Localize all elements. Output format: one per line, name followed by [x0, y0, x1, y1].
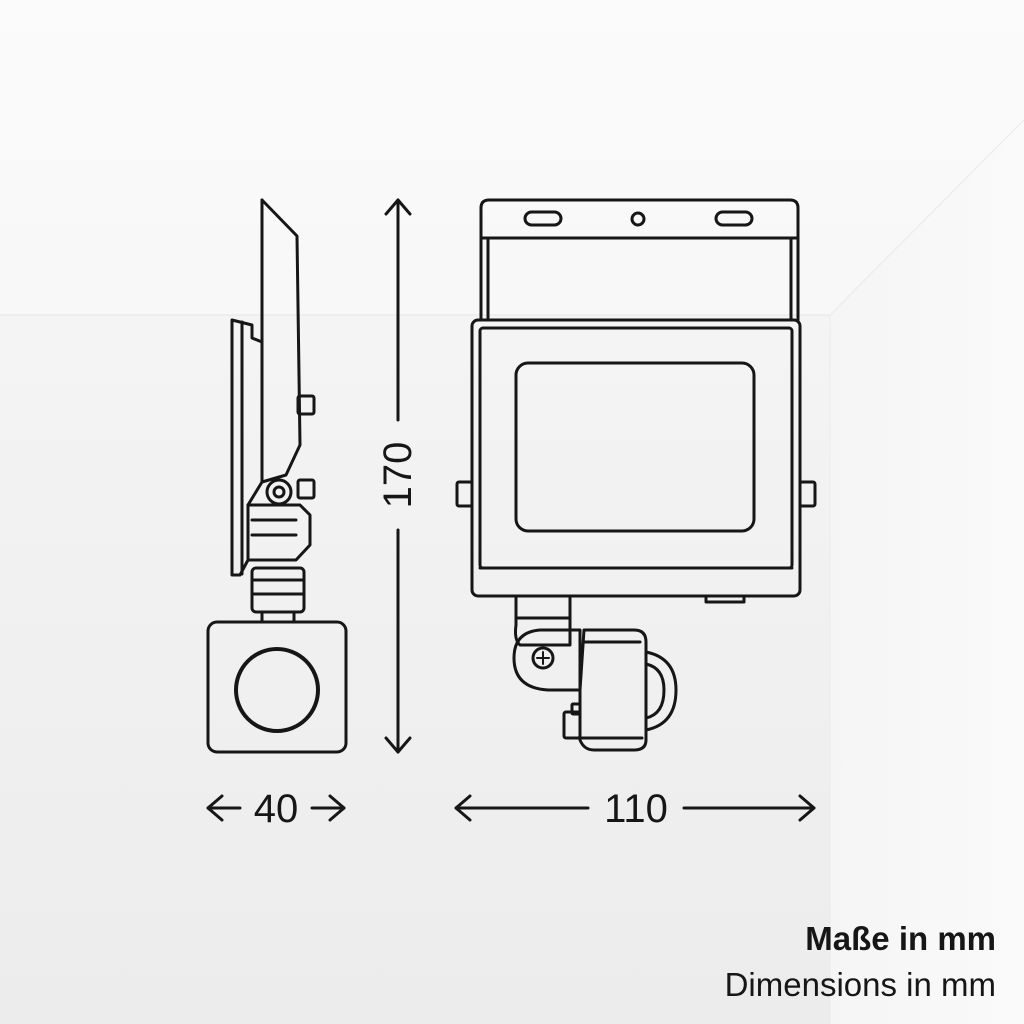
caption-german: Maße in mm [805, 920, 996, 957]
side-motion-sensor [206, 620, 348, 754]
bracket-slot-left-icon [523, 210, 563, 227]
front-led-lens [514, 361, 756, 533]
bracket-slot-right-icon [714, 210, 754, 227]
front-housing [470, 318, 802, 598]
side-width-dimension-label: 40 [254, 787, 299, 831]
front-mounting-bracket [479, 198, 800, 322]
bracket-hole-icon [630, 211, 646, 227]
front-width-dimension-label: 110 [604, 787, 668, 831]
side-lamp-body [230, 318, 264, 577]
side-hinge-screw-icon [265, 478, 293, 506]
dimension-height [384, 198, 412, 754]
sensor-dome-icon [644, 650, 678, 732]
front-view-floodlight [455, 198, 817, 752]
arrow-down-icon [384, 736, 412, 754]
side-view-floodlight [206, 198, 348, 754]
front-motion-sensor [578, 628, 648, 752]
arrow-right-icon [328, 794, 346, 822]
sensor-lens-icon [234, 647, 320, 733]
dimension-front-width [454, 794, 816, 822]
arrow-left-icon [454, 794, 472, 822]
arrow-left-icon [206, 794, 224, 822]
side-hinge-clamp [246, 503, 312, 562]
arrow-right-icon [798, 794, 816, 822]
arrow-up-icon [384, 198, 412, 216]
height-dimension-label: 170 [376, 442, 420, 509]
side-bracket-plate [260, 198, 302, 484]
dimension-side-width [206, 794, 346, 822]
arm-screw-icon [531, 646, 555, 670]
front-sensor-arm [514, 594, 572, 647]
side-cable-gland [250, 566, 306, 614]
caption-english: Dimensions in mm [724, 966, 996, 1003]
